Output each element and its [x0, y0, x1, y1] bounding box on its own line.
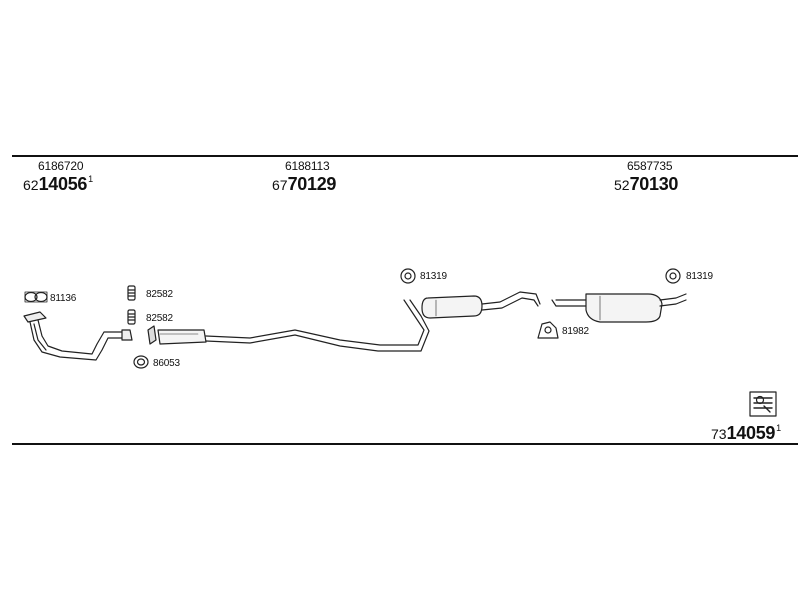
assembly-suffix: 1: [88, 174, 94, 184]
part-number-label: 81319: [420, 271, 447, 282]
assembly-main: 14056: [38, 174, 88, 194]
assembly-prefix: 52: [614, 177, 630, 193]
middle-pipe-icon: [147, 299, 430, 352]
oe-number-1: 6186720: [38, 159, 84, 173]
spring-icon: [127, 309, 136, 325]
gasket-icon: [24, 291, 48, 303]
rubber-hanger-icon: [400, 268, 416, 284]
part-number-label: 81136: [50, 293, 77, 304]
top-rule: [12, 155, 798, 157]
assembly-main: 70130: [629, 174, 679, 194]
kit-main: 14059: [726, 423, 776, 443]
part-number-label: 81319: [686, 271, 713, 282]
oe-number-2: 6188113: [285, 159, 330, 173]
center-muffler-icon: [421, 291, 541, 319]
assembly-main: 70129: [287, 174, 337, 194]
front-pipe-icon: [23, 311, 133, 361]
assembly-prefix: 62: [23, 177, 39, 193]
bottom-rule: [12, 443, 798, 445]
part-number-label: 81982: [562, 326, 589, 337]
part-number-label: 86053: [153, 358, 180, 369]
oe-number-3: 6587735: [627, 159, 673, 173]
document-icon: [749, 391, 777, 417]
assembly-prefix: 67: [272, 177, 288, 193]
spring-icon: [127, 285, 136, 301]
rear-muffler-icon: [551, 293, 687, 323]
assembly-number-1: 62140561: [23, 175, 93, 194]
part-number-label: 82582: [146, 313, 173, 324]
pipe-clamp-icon: [537, 321, 559, 339]
part-number-label: 82582: [146, 289, 173, 300]
kit-suffix: 1: [776, 423, 782, 433]
kit-prefix: 73: [711, 426, 727, 442]
rubber-hanger-icon: [665, 268, 681, 284]
seal-ring-icon: [133, 355, 149, 369]
kit-number: 73140591: [711, 424, 781, 443]
assembly-number-3: 5270130: [614, 175, 679, 194]
assembly-number-2: 6770129: [272, 175, 337, 194]
